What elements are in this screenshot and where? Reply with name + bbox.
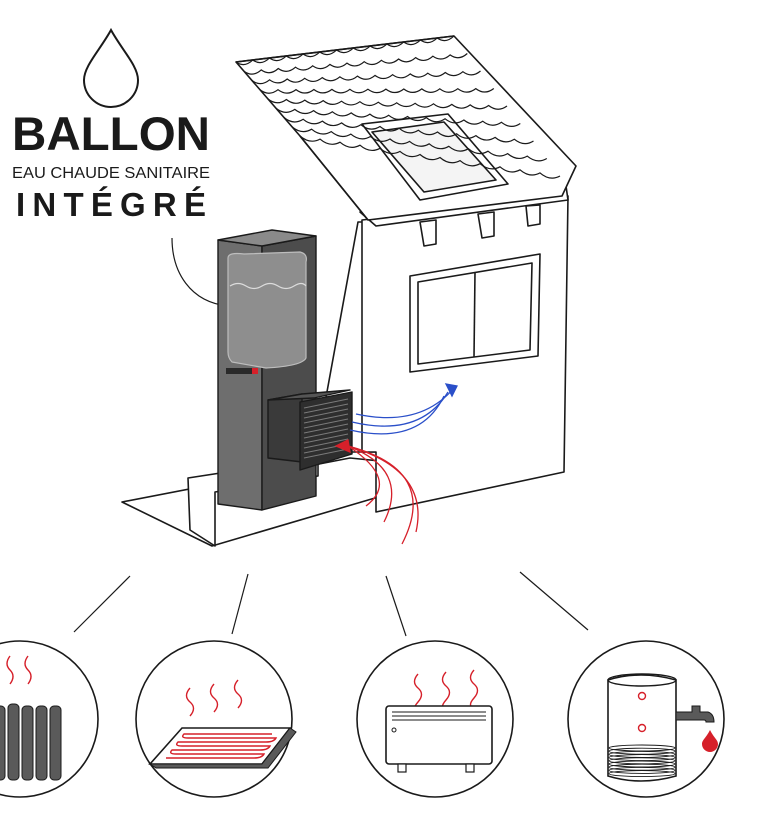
underfloor-heating-icon (135, 640, 297, 798)
rafter (477, 211, 495, 239)
roof-tile-row (259, 87, 495, 94)
airflow-hot (334, 439, 419, 545)
water-drop-icon (82, 27, 140, 108)
fan-slat (303, 403, 349, 414)
radiator-icon (0, 640, 99, 798)
roof-tile-row (299, 135, 561, 179)
faucet (675, 705, 715, 723)
title-text: BALLON (12, 107, 210, 160)
fan-slat (303, 398, 349, 409)
fan-slat (303, 413, 349, 424)
roof-tile-row (243, 53, 468, 75)
roof-tiles (235, 35, 561, 179)
rafter (525, 204, 541, 227)
heat-pump-unit (217, 229, 353, 511)
tank-outline (227, 251, 307, 369)
convector-heater-icon (356, 640, 514, 798)
roof-tile-row (267, 98, 508, 110)
roof-edge (299, 135, 369, 221)
tank-callout-line (171, 237, 229, 307)
fan-slat (303, 448, 349, 459)
red-water-drop (702, 730, 718, 752)
roof-tile-row (291, 126, 548, 162)
fan-duct (267, 393, 303, 463)
coil-ring (608, 770, 676, 778)
roof-tile-row (235, 35, 455, 66)
brand-accent (252, 368, 258, 374)
coil-ring (608, 766, 676, 774)
fan-slat (303, 423, 349, 434)
connector-lines (73, 571, 589, 637)
fan-slat (303, 433, 349, 444)
unit-top (217, 229, 317, 247)
house (121, 35, 577, 547)
tagline-text: INTÉGRÉ (16, 186, 206, 223)
airflow-cold (349, 383, 458, 435)
skylight (361, 113, 509, 201)
window (409, 253, 541, 373)
title-block: BALLON EAU CHAUDE SANITAIRE INTÉGRÉ (12, 27, 229, 307)
roof-tile-row (283, 117, 534, 145)
fan-slat (303, 418, 349, 429)
cold-arrowhead (444, 383, 458, 398)
fan-slat (303, 408, 349, 419)
roof-ridge (235, 35, 455, 63)
fan-slat (303, 438, 349, 449)
rafter (419, 219, 437, 247)
tank-coil (608, 744, 676, 778)
hot-arrowhead (334, 439, 351, 454)
hot-water-tank-icon (567, 640, 725, 798)
fan-duct-top (267, 389, 351, 401)
roof-tile-row (275, 107, 521, 127)
roof-tile-row (251, 70, 481, 85)
fan-slat (303, 428, 349, 439)
brand-badge (226, 368, 258, 374)
tank-water-line (229, 282, 307, 290)
subtitle-text: EAU CHAUDE SANITAIRE (12, 165, 210, 182)
